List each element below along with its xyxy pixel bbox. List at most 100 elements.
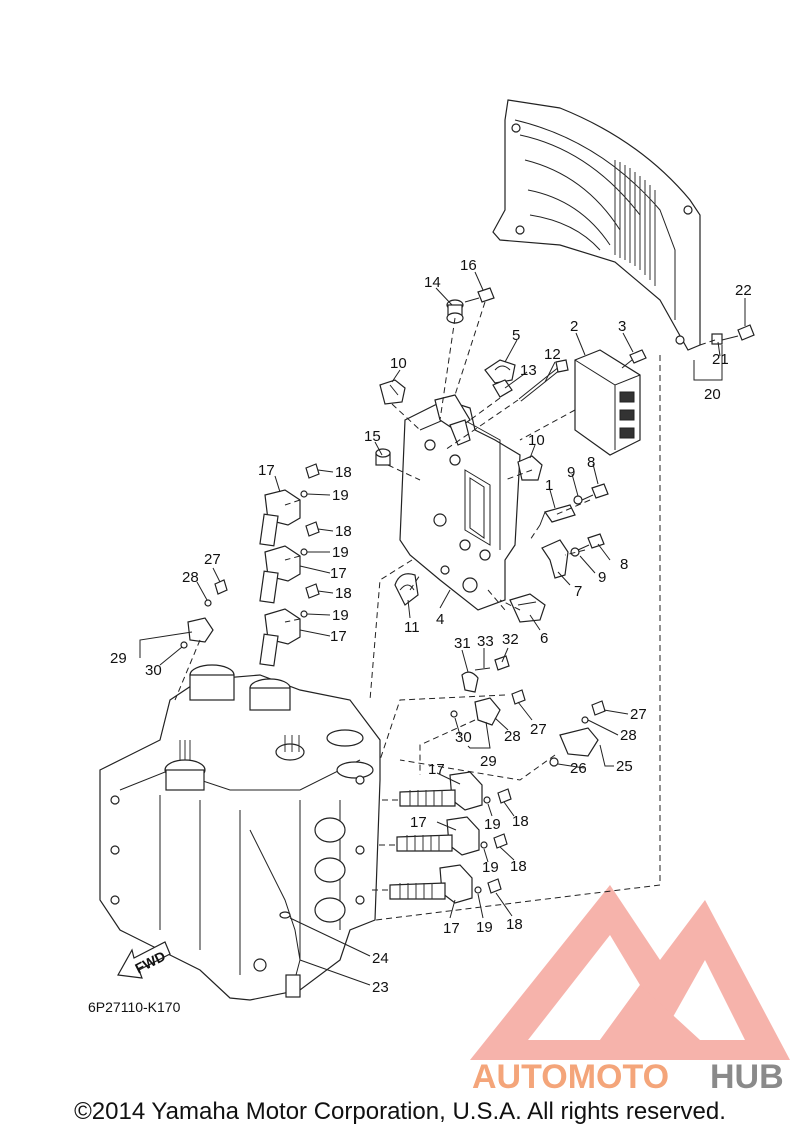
engine-block xyxy=(99,664,381,1001)
callout-28-right: 28 xyxy=(620,727,637,744)
diagram-code: 6P27110-K170 xyxy=(88,999,181,1015)
callout-9-lower: 9 xyxy=(598,569,606,586)
callout-25: 25 xyxy=(616,758,633,775)
sensor-25-part xyxy=(549,700,606,767)
assembly-lines xyxy=(174,301,716,921)
callout-15: 15 xyxy=(364,428,381,445)
callout-6: 6 xyxy=(540,630,548,647)
watermark-text-a: AUTOMOTO xyxy=(472,1058,669,1096)
callout-28-center: 28 xyxy=(504,728,521,745)
callout-24: 24 xyxy=(372,950,389,967)
callout-13: 13 xyxy=(520,362,537,379)
callout-8-lower: 8 xyxy=(620,556,628,573)
clamp-10-middle-part xyxy=(517,455,543,481)
washer-9-upper-part xyxy=(573,495,583,505)
callout-18-f: 18 xyxy=(506,916,523,933)
callout-2: 2 xyxy=(570,318,578,335)
clamp-11-part xyxy=(394,573,419,606)
callout-12: 12 xyxy=(544,346,561,363)
collar-15-part xyxy=(375,448,391,466)
callout-30-left: 30 xyxy=(145,662,162,679)
bolt-16-part xyxy=(464,287,495,303)
callout-10-upper: 10 xyxy=(390,355,407,372)
watermark-text-b: HUB xyxy=(710,1058,784,1096)
callout-17-b: 17 xyxy=(330,565,347,582)
ignition-coil-upper-right xyxy=(399,771,483,811)
sensor-23-harness-part xyxy=(249,829,301,998)
callout-10-middle: 10 xyxy=(528,432,545,449)
bolt-8-upper-part xyxy=(581,483,609,501)
callout-7: 7 xyxy=(574,583,582,600)
bolt-12-part xyxy=(518,359,569,402)
callout-8-upper: 8 xyxy=(587,454,595,471)
callout-3: 3 xyxy=(618,318,626,335)
callout-32: 32 xyxy=(502,631,519,648)
coil-bolts-left xyxy=(300,463,320,618)
watermark-logo xyxy=(470,885,790,1060)
copyright-notice: ©2014 Yamaha Motor Corporation, U.S.A. A… xyxy=(74,1098,726,1125)
callout-9-upper: 9 xyxy=(567,464,575,481)
callout-30-center: 30 xyxy=(455,729,472,746)
callout-20: 20 xyxy=(704,386,721,403)
callout-28-left: 28 xyxy=(182,569,199,586)
callout-26: 26 xyxy=(570,760,587,777)
callout-16: 16 xyxy=(460,257,477,274)
sensor-31-part xyxy=(461,655,510,693)
callout-17-f: 17 xyxy=(443,920,460,937)
callout-23: 23 xyxy=(372,979,389,996)
callout-17-d: 17 xyxy=(428,761,445,778)
callout-18-d: 18 xyxy=(512,813,529,830)
bolt-3-part xyxy=(621,349,647,369)
sensor-29-left-part xyxy=(180,579,228,649)
clamp-5-part xyxy=(484,359,516,384)
callout-29-left: 29 xyxy=(110,650,127,667)
stay-1-part xyxy=(539,504,576,526)
callout-22: 22 xyxy=(735,282,752,299)
bolt-8-lower-part xyxy=(577,533,605,551)
ignition-coil-lower-right xyxy=(389,864,473,904)
callout-19-d: 19 xyxy=(484,816,501,833)
callout-4: 4 xyxy=(436,611,444,628)
callout-31: 31 xyxy=(454,635,471,652)
callout-5: 5 xyxy=(512,327,520,344)
callout-19-f: 19 xyxy=(476,919,493,936)
clamp-6-part xyxy=(509,593,546,623)
clamp-13-part xyxy=(492,379,513,398)
callout-17-a: 17 xyxy=(258,462,275,479)
callout-19-b: 19 xyxy=(332,544,349,561)
callout-18-c: 18 xyxy=(335,585,352,602)
ignition-coil-upper-left xyxy=(259,489,301,547)
fwd-label: FWD xyxy=(132,948,168,977)
leader-lines xyxy=(139,271,746,986)
callout-18-a: 18 xyxy=(335,464,352,481)
clamp-10-upper-part xyxy=(379,379,406,405)
callout-29-center: 29 xyxy=(480,753,497,770)
callout-18-b: 18 xyxy=(335,523,352,540)
callout-33: 33 xyxy=(477,633,494,650)
callout-1: 1 xyxy=(545,477,553,494)
callout-19-c: 19 xyxy=(332,607,349,624)
ignition-coil-mid-left xyxy=(259,545,301,604)
coil-bolts-right xyxy=(474,788,512,894)
callout-27-right: 27 xyxy=(630,706,647,723)
callout-19-e: 19 xyxy=(482,859,499,876)
callout-27-left: 27 xyxy=(204,551,221,568)
callout-21: 21 xyxy=(712,351,729,368)
callout-14: 14 xyxy=(424,274,441,291)
callout-17-c: 17 xyxy=(330,628,347,645)
stay-7-part xyxy=(541,539,569,579)
callout-19-a: 19 xyxy=(332,487,349,504)
ecm-unit-part xyxy=(574,349,641,456)
ignition-coil-mid-right xyxy=(396,816,480,856)
bracket-plate-part xyxy=(399,394,521,611)
callout-27-center: 27 xyxy=(530,721,547,738)
ignition-coil-lower-left xyxy=(259,608,301,667)
callout-labels: 16 14 22 2 3 5 12 21 10 13 20 15 10 8 17… xyxy=(88,257,752,1015)
fwd-arrow-icon xyxy=(117,941,171,979)
callout-17-e: 17 xyxy=(410,814,427,831)
cover-guard-part xyxy=(492,99,701,351)
callout-11: 11 xyxy=(404,619,420,636)
callout-18-e: 18 xyxy=(510,858,527,875)
sensor-29-center-part xyxy=(450,689,526,726)
